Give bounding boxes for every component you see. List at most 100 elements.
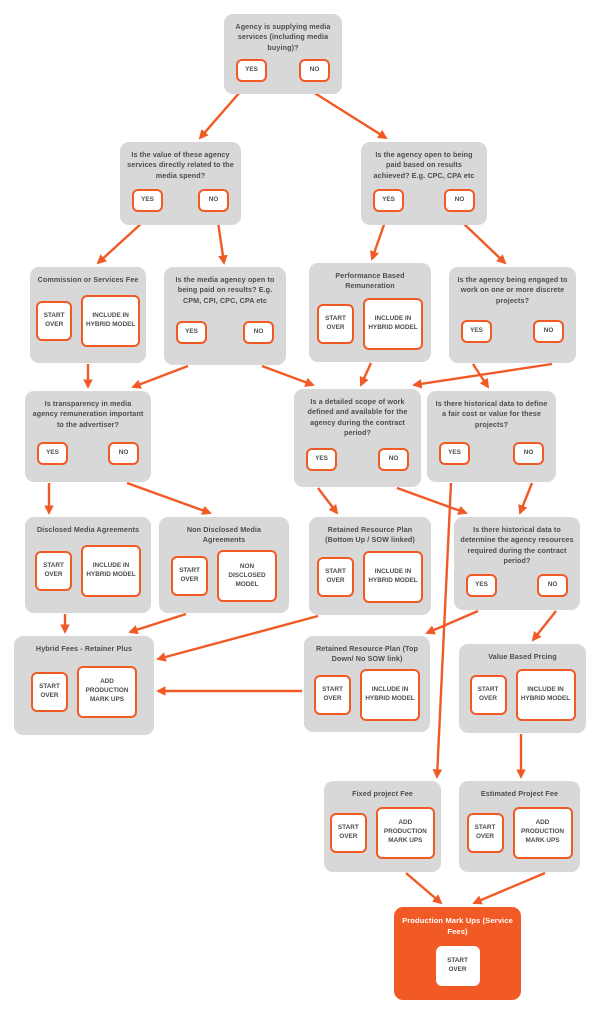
no-button[interactable]: NO bbox=[378, 448, 409, 472]
node-title: Retained Resource Plan (Bottom Up / SOW … bbox=[325, 525, 415, 545]
node-production-mark-ups: Production Mark Ups (Service Fees) START… bbox=[394, 907, 521, 1000]
add-production-mark-ups-button[interactable]: ADD PRODUCTION MARK UPS bbox=[77, 665, 137, 718]
flow-arrow bbox=[432, 482, 453, 779]
flow-arrow bbox=[461, 221, 507, 265]
include-hybrid-model-button[interactable]: INCLUDE IN HYBRID MODEL bbox=[515, 668, 576, 721]
node-title: Fixed project Fee bbox=[352, 789, 413, 798]
yes-button[interactable]: YES bbox=[373, 188, 404, 212]
start-over-button[interactable]: START OVER bbox=[314, 675, 351, 716]
flow-arrow bbox=[359, 362, 373, 387]
no-button[interactable]: NO bbox=[243, 321, 274, 345]
flow-arrow bbox=[472, 871, 546, 905]
node-historical-resources: Is there historical data to determine th… bbox=[454, 517, 580, 610]
node-title: Non Disclosed Media Agreements bbox=[186, 525, 262, 545]
flow-arrow bbox=[216, 221, 228, 265]
start-over-button[interactable]: START OVER bbox=[317, 303, 354, 344]
node-title: Disclosed Media Agreements bbox=[36, 525, 140, 534]
flow-arrow bbox=[531, 610, 557, 642]
flow-arrow bbox=[412, 362, 553, 389]
yes-button[interactable]: YES bbox=[236, 59, 267, 83]
node-question: Agency is supplying media services (incl… bbox=[235, 22, 331, 52]
node-question: Is there historical data to define a fai… bbox=[435, 399, 548, 429]
start-over-button[interactable]: START OVER bbox=[171, 556, 208, 597]
start-over-button[interactable]: START OVER bbox=[36, 301, 73, 342]
node-title: Commission or Services Fee bbox=[37, 275, 139, 284]
yes-button[interactable]: YES bbox=[466, 573, 497, 597]
include-hybrid-model-button[interactable]: INCLUDE IN HYBRID MODEL bbox=[81, 545, 141, 598]
start-over-button[interactable]: START OVER bbox=[31, 671, 68, 712]
start-over-button[interactable]: START OVER bbox=[317, 557, 354, 598]
node-question: Is the value of these agency services di… bbox=[127, 150, 234, 180]
yes-button[interactable]: YES bbox=[37, 441, 68, 465]
node-disclosed-media: Disclosed Media Agreements START OVER IN… bbox=[25, 517, 151, 613]
no-button[interactable]: NO bbox=[444, 188, 475, 212]
no-button[interactable]: NO bbox=[513, 441, 544, 465]
node-question: Is transparency in media agency remunera… bbox=[32, 399, 144, 429]
flow-arrow bbox=[471, 363, 490, 389]
node-discrete-projects: Is the agency being engaged to work on o… bbox=[449, 267, 576, 363]
node-retained-bottom-up: Retained Resource Plan (Bottom Up / SOW … bbox=[309, 517, 431, 615]
node-retained-top-down: Retained Resource Plan (Top Down/ No SOW… bbox=[304, 636, 430, 732]
start-over-button[interactable]: START OVER bbox=[469, 674, 507, 715]
flow-arrow bbox=[198, 91, 241, 140]
no-button[interactable]: NO bbox=[537, 573, 568, 597]
node-value-based-pricing: Value Based Prcing START OVER INCLUDE IN… bbox=[459, 644, 586, 733]
add-production-mark-ups-button[interactable]: ADD PRODUCTION MARK UPS bbox=[512, 806, 573, 859]
node-media-open-results: Is the media agency open to being paid o… bbox=[164, 267, 286, 365]
node-scope-defined: Is a detailed scope of work defined and … bbox=[294, 389, 421, 487]
flow-arrow bbox=[131, 364, 189, 389]
start-over-button[interactable]: START OVER bbox=[330, 812, 367, 853]
start-over-button[interactable]: START OVER bbox=[435, 945, 480, 986]
yes-button[interactable]: YES bbox=[306, 448, 337, 472]
node-hybrid-fees: Hybrid Fees - Retainer Plus START OVER A… bbox=[14, 636, 154, 735]
node-agency-supplying: Agency is supplying media services (incl… bbox=[224, 14, 342, 94]
no-button[interactable]: NO bbox=[198, 188, 229, 212]
flow-arrow bbox=[126, 481, 212, 515]
include-hybrid-model-button[interactable]: INCLUDE IN HYBRID MODEL bbox=[360, 669, 420, 722]
flow-arrow bbox=[312, 90, 388, 140]
node-fixed-project-fee: Fixed project Fee START OVER ADD PRODUCT… bbox=[324, 781, 441, 872]
yes-button[interactable]: YES bbox=[132, 188, 163, 212]
flow-arrow bbox=[405, 872, 443, 905]
node-title: Retained Resource Plan (Top Down/ No SOW… bbox=[315, 644, 418, 664]
start-over-button[interactable]: START OVER bbox=[466, 812, 504, 853]
node-non-disclosed-media: Non Disclosed Media Agreements START OVE… bbox=[159, 517, 289, 613]
flow-arrow bbox=[370, 221, 387, 261]
flow-arrow bbox=[396, 486, 468, 515]
non-disclosed-model-button[interactable]: NON DISCLOSED MODEL bbox=[217, 550, 277, 603]
node-title: Production Mark Ups (Service Fees) bbox=[402, 916, 513, 936]
node-question: Is there historical data to determine th… bbox=[460, 525, 574, 566]
yes-button[interactable]: YES bbox=[439, 441, 470, 465]
yes-button[interactable]: YES bbox=[176, 321, 207, 345]
node-value-media-spend: Is the value of these agency services di… bbox=[120, 142, 241, 225]
node-transparency: Is transparency in media agency remunera… bbox=[25, 391, 151, 482]
flow-arrow bbox=[156, 614, 319, 662]
node-historical-fair-cost: Is there historical data to define a fai… bbox=[427, 391, 556, 482]
no-button[interactable]: NO bbox=[299, 59, 330, 83]
include-hybrid-model-button[interactable]: INCLUDE IN HYBRID MODEL bbox=[363, 297, 423, 350]
node-title: Hybrid Fees - Retainer Plus bbox=[35, 644, 133, 653]
node-question: Is the agency being engaged to work on o… bbox=[457, 275, 568, 305]
node-title: Performance Based Remuneration bbox=[335, 271, 405, 291]
flow-arrow bbox=[261, 364, 315, 387]
node-title: Estimated Project Fee bbox=[480, 789, 559, 798]
no-button[interactable]: NO bbox=[108, 441, 139, 465]
start-over-button[interactable]: START OVER bbox=[35, 551, 72, 592]
flow-arrow bbox=[425, 609, 479, 635]
flow-arrow bbox=[128, 612, 187, 635]
flow-arrow bbox=[317, 487, 339, 515]
node-question: Is a detailed scope of work defined and … bbox=[307, 397, 408, 438]
flow-arrow bbox=[518, 482, 534, 515]
node-question: Is the agency open to being paid based o… bbox=[373, 150, 475, 180]
no-button[interactable]: NO bbox=[533, 320, 564, 344]
node-open-results: Is the agency open to being paid based o… bbox=[361, 142, 487, 225]
flow-arrow bbox=[96, 221, 144, 265]
include-hybrid-model-button[interactable]: INCLUDE IN HYBRID MODEL bbox=[81, 295, 140, 348]
yes-button[interactable]: YES bbox=[461, 320, 492, 344]
add-production-mark-ups-button[interactable]: ADD PRODUCTION MARK UPS bbox=[375, 806, 435, 859]
include-hybrid-model-button[interactable]: INCLUDE IN HYBRID MODEL bbox=[363, 551, 423, 604]
node-title: Value Based Prcing bbox=[488, 652, 557, 661]
node-commission: Commission or Services Fee START OVER IN… bbox=[30, 267, 146, 363]
node-performance-based: Performance Based Remuneration START OVE… bbox=[309, 263, 431, 362]
